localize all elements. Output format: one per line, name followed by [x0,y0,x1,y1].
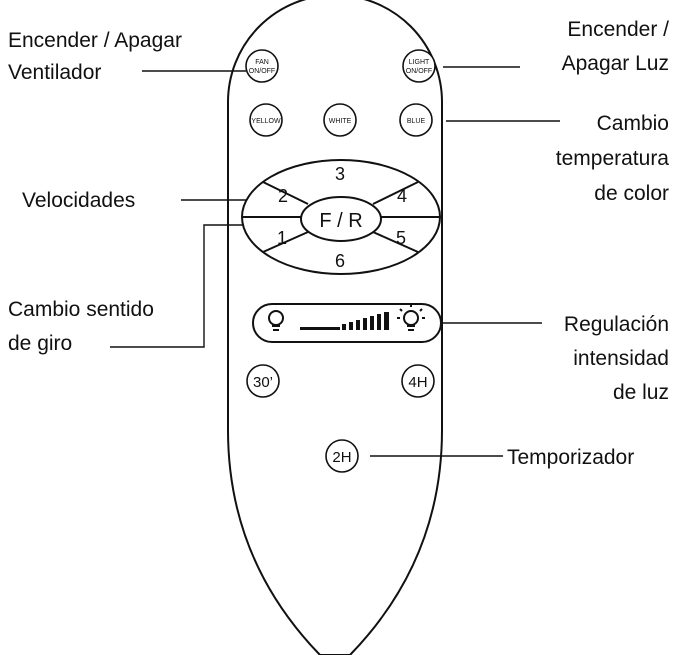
speed-2-button[interactable]: 2 [278,186,288,206]
dim-bulb-icon [268,310,284,331]
timer-2h-button[interactable]: 2H [325,439,359,473]
speed-5-button[interactable]: 5 [396,228,406,248]
label-direction-2: de giro [8,332,72,355]
fan-button-sublabel: ON/OFF [249,68,275,75]
speed-6-button[interactable]: 6 [335,251,345,271]
forward-reverse-button[interactable] [300,196,382,242]
bright-bulb-icon [397,304,425,331]
label-direction: Cambio sentido [8,298,154,321]
label-light-power-2: Apagar Luz [562,52,669,75]
label-color-temp: Cambio [597,112,669,135]
light-button-label: LIGHT [409,59,430,66]
white-button[interactable]: WHITE [323,103,357,137]
label-timer: Temporizador [507,446,634,469]
speed-divider [372,231,419,253]
timer-4h-label: 4H [408,374,427,391]
forward-reverse-label: F / R [319,210,362,232]
label-dimmer: Regulación [564,313,669,336]
fan-power-button[interactable]: FAN ON/OFF [245,49,279,83]
light-button-sublabel: ON/OFF [406,68,432,75]
timer-2h-label: 2H [332,449,351,466]
label-color-temp-3: de color [594,182,669,205]
white-button-label: WHITE [329,118,352,125]
label-light-power: Encender / [567,18,669,41]
label-dimmer-2: intensidad [573,347,669,370]
remote-body [227,0,443,655]
timer-30-button[interactable]: 30’ [246,364,280,398]
label-fan-power-2: Ventilador [8,61,101,84]
dimmer-bar[interactable] [252,303,442,343]
label-dimmer-3: de luz [613,381,669,404]
annotations: Encender / Apagar Ventilador Encender / … [8,18,669,469]
timer-4h-button[interactable]: 4H [401,364,435,398]
fan-button-label: FAN [255,59,269,66]
blue-button-label: BLUE [407,118,426,125]
yellow-button[interactable]: YELLOW [249,103,283,137]
label-color-temp-2: temperatura [556,147,670,170]
speed-1-button[interactable]: 1 [277,228,287,248]
speed-pad: F / R 3 2 4 1 5 6 [241,159,441,275]
blue-button[interactable]: BLUE [399,103,433,137]
yellow-button-label: YELLOW [251,118,281,125]
speed-divider [372,181,419,205]
speed-divider [262,181,309,205]
timer-30-label: 30’ [253,374,273,391]
speed-3-button[interactable]: 3 [335,164,345,184]
speed-divider [262,231,309,253]
label-speeds: Velocidades [22,189,135,212]
intensity-ramp [300,312,389,330]
label-fan-power: Encender / Apagar [8,29,182,52]
speed-4-button[interactable]: 4 [397,186,407,206]
light-power-button[interactable]: LIGHT ON/OFF [402,49,436,83]
